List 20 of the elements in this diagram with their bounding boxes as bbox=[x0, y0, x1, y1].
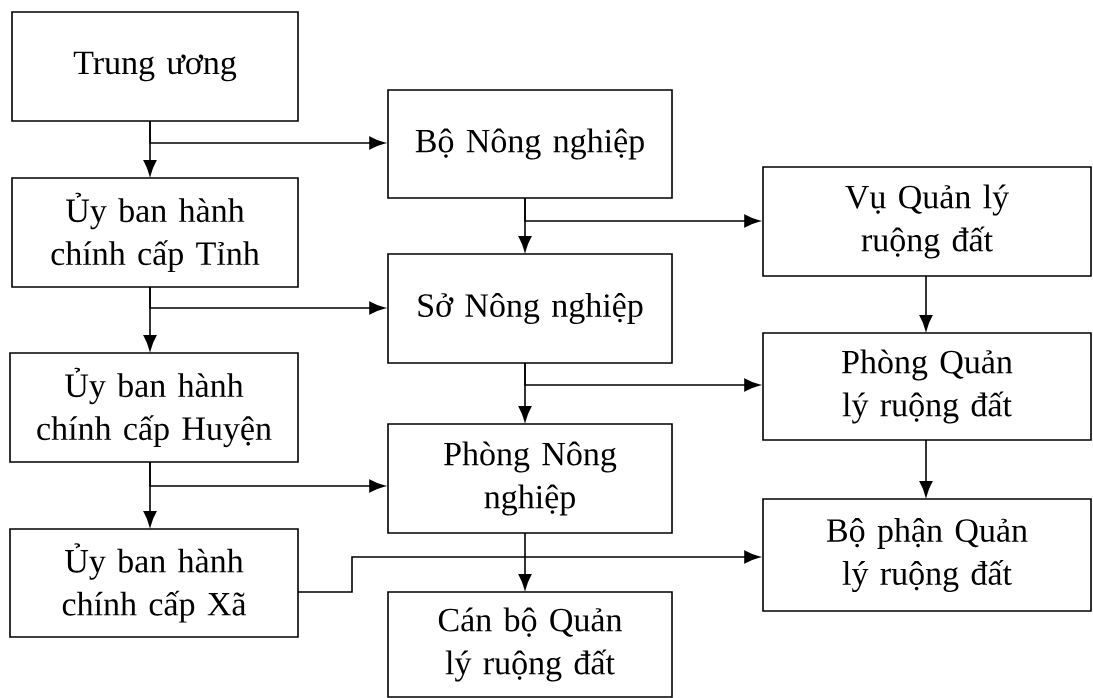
arrow bbox=[149, 461, 385, 493]
arrow bbox=[919, 439, 933, 497]
box: Vụ Quản lý ruộng đất bbox=[762, 166, 1092, 277]
box: Ủy ban hành chính cấp Huyện bbox=[9, 352, 299, 463]
box: Ủy ban hành chính cấp Tỉnh bbox=[11, 177, 299, 288]
box: Bộ phận Quản lý ruộng đất bbox=[762, 498, 1092, 612]
box: Ủy ban hành chính cấp Xã bbox=[9, 528, 299, 638]
box: Phòng Quản lý ruộng đất bbox=[762, 332, 1092, 441]
box: Phòng Nông nghiệp bbox=[387, 423, 673, 534]
box: Trung ương bbox=[11, 11, 299, 122]
box: Sở Nông nghiệp bbox=[387, 253, 673, 364]
arrow bbox=[518, 532, 532, 590]
arrow bbox=[524, 197, 760, 228]
arrow bbox=[297, 550, 760, 593]
arrow bbox=[919, 275, 933, 331]
arrow bbox=[524, 362, 760, 392]
arrow bbox=[149, 120, 385, 150]
arrow bbox=[149, 286, 385, 315]
box: Cán bộ Quản lý ruộng đất bbox=[387, 591, 673, 698]
box: Bộ Nông nghiệp bbox=[387, 89, 673, 199]
